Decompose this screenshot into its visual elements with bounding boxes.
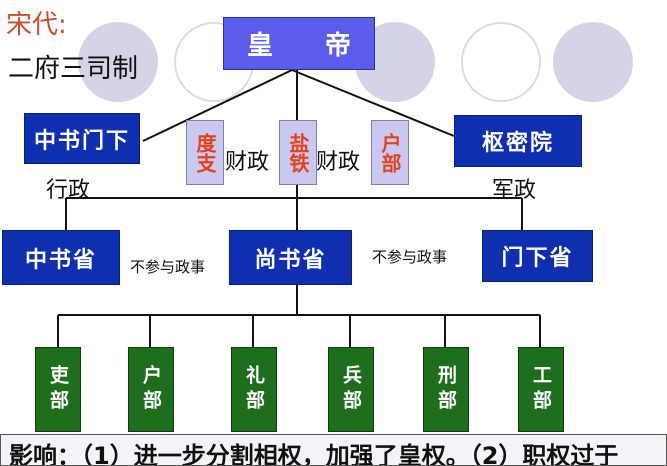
not-involved-label: 不参与政事 (130, 258, 206, 276)
impact-text: 影响：（1）进一步分割相权，加强了皇权。（2）职权过于 (9, 442, 619, 466)
finance-label: 财政 (316, 150, 361, 175)
zhongshumenxia-box: 中书门下 (24, 113, 140, 164)
admin-label: 行政 (46, 178, 91, 203)
bingbu-box: 兵部 (328, 347, 374, 432)
decor-circle (78, 22, 158, 102)
yantie-box: 盐铁 (279, 120, 317, 185)
menxiasheng-box: 门下省 (482, 230, 593, 282)
finance-label: 财政 (225, 150, 270, 175)
libu-rites-box: 礼部 (231, 347, 277, 432)
zhongshusheng-box: 中书省 (2, 230, 120, 285)
shumiyuan-box: 枢密院 (454, 115, 582, 167)
military-label: 军政 (492, 178, 537, 203)
emperor-box: 皇 帝 (223, 17, 375, 70)
impact-textbox: 影响：（1）进一步分割相权，加强了皇权。（2）职权过于 (0, 434, 667, 466)
decor-circle (461, 22, 541, 102)
xingbu-box: 刑部 (423, 347, 469, 432)
duzhi-box: 度支 (186, 120, 224, 185)
hubu-sansi-box: 户部 (371, 120, 409, 185)
gongbu-box: 工部 (518, 347, 564, 432)
hubu-box: 户部 (128, 347, 174, 432)
decor-circle (553, 22, 633, 102)
era-title: 宋代: (6, 10, 67, 40)
system-title: 二府三司制 (8, 54, 139, 84)
not-involved-label: 不参与政事 (372, 248, 448, 266)
shangshusheng-box: 尚书省 (229, 230, 352, 285)
libu-box: 吏部 (35, 347, 81, 432)
